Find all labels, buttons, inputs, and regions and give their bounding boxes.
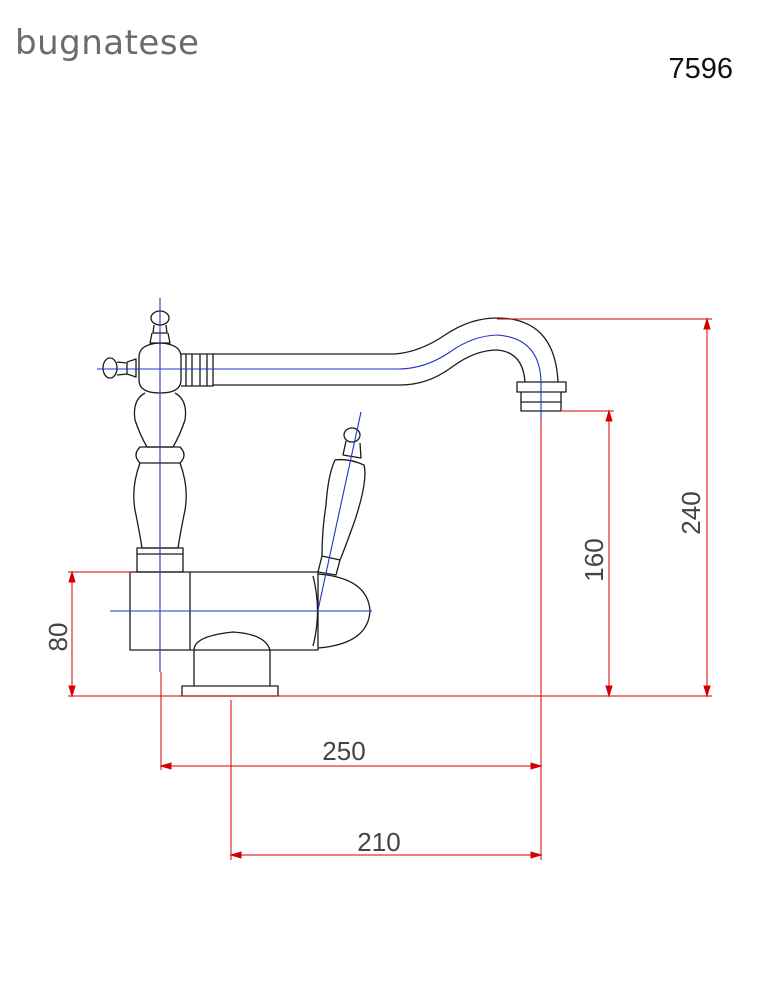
product-code: 7596 <box>668 53 733 85</box>
dimension-label-240: 240 <box>676 491 706 534</box>
lever-handle <box>317 427 366 576</box>
body-block <box>129 571 371 697</box>
lever-axis <box>317 411 362 611</box>
dimension-label-160: 160 <box>579 538 609 581</box>
dimension-label-210: 210 <box>357 827 400 857</box>
dimension-label-80: 80 <box>43 623 73 652</box>
body-head <box>138 342 214 394</box>
spout <box>213 317 567 412</box>
dimension-label-250: 250 <box>322 736 365 766</box>
center-axes <box>97 298 542 672</box>
spout-centerline <box>213 334 542 383</box>
dimension-lines <box>68 317 712 860</box>
faucet-outline <box>102 310 567 697</box>
brand-logo: bugnatese <box>15 23 200 63</box>
side-knob <box>102 357 137 379</box>
